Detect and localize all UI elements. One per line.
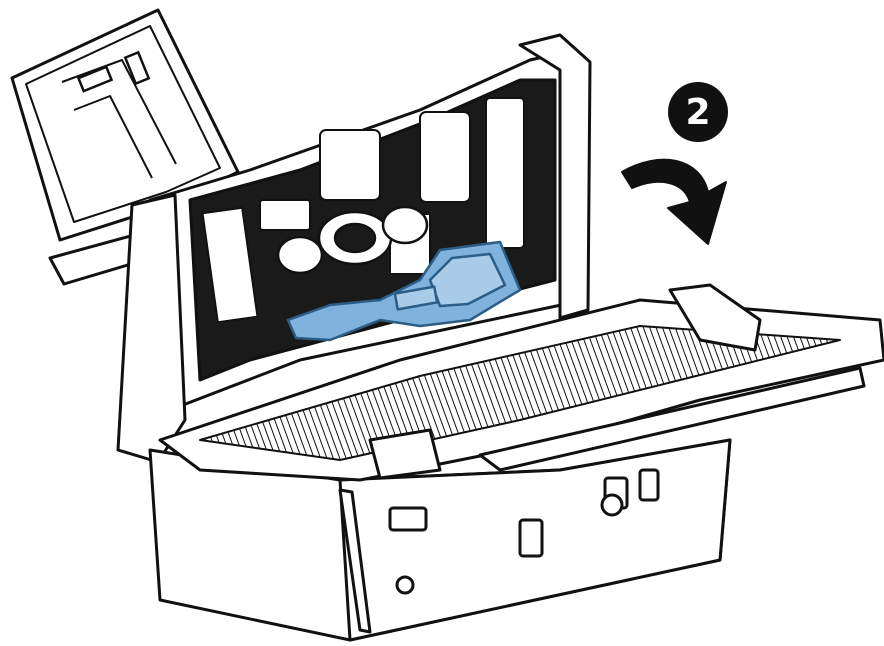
step-number: 2 — [685, 92, 710, 133]
security-slot-icon — [395, 575, 415, 595]
paper-guides[interactable] — [76, 50, 151, 93]
scanner-base — [148, 438, 732, 642]
step-number-badge-icon: 2 — [668, 82, 728, 142]
power-switch-icon[interactable] — [600, 493, 624, 517]
usb-port-icon — [518, 518, 544, 558]
feed-rollers[interactable] — [276, 205, 429, 275]
roller-cover-highlight[interactable] — [286, 240, 522, 342]
output-tray[interactable] — [158, 283, 884, 482]
lock-port-icon — [638, 468, 660, 502]
rotate-arrow-icon — [621, 158, 727, 245]
